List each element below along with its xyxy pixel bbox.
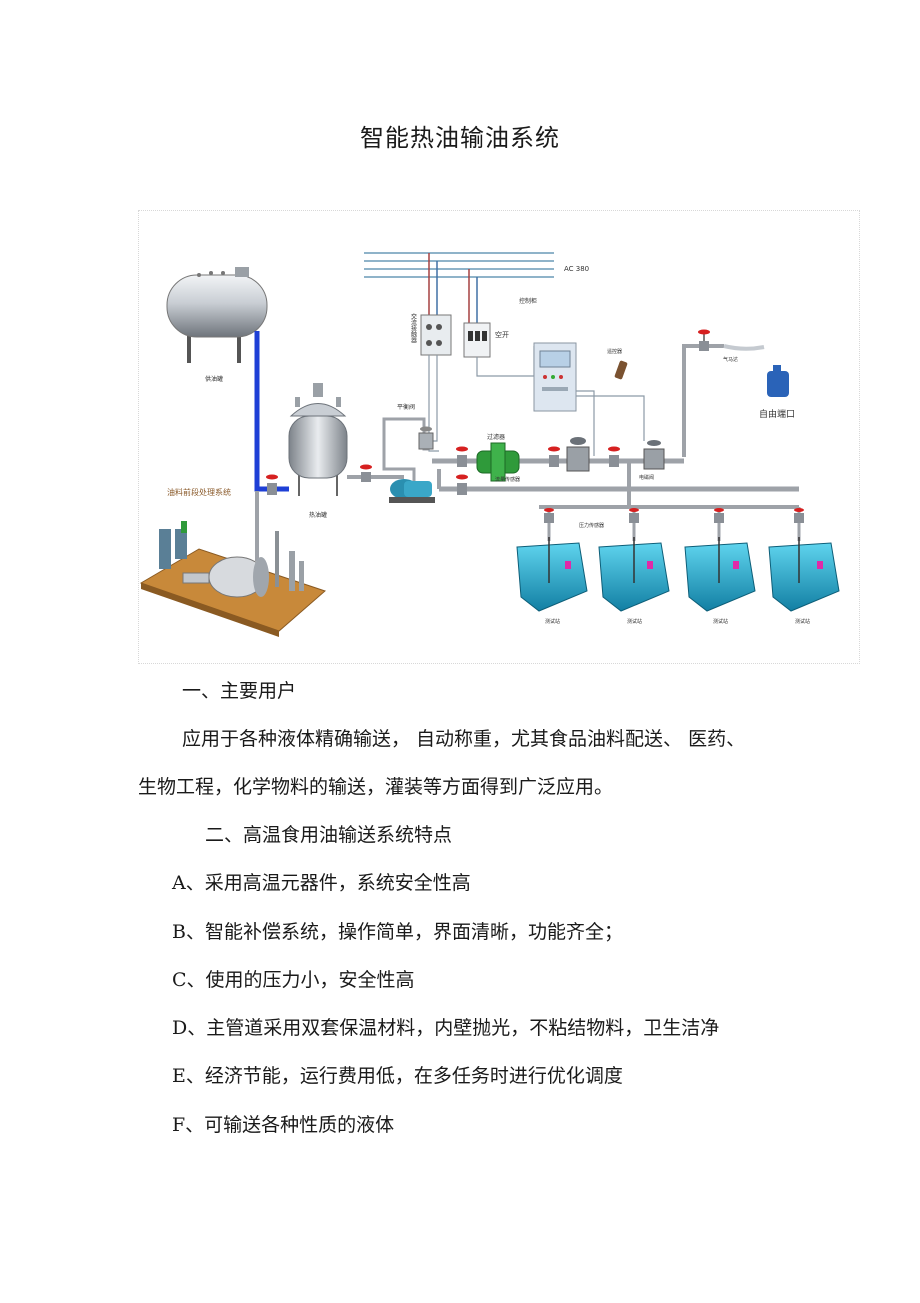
power-label: AC 380 [564,265,589,273]
supply-tank [166,267,268,363]
test-station-3 [684,507,756,612]
control-cabinet-label: 控制柜 [519,297,537,305]
line-valve-1 [456,446,468,467]
section-features-heading: 二、高温食用油输送系统特点 [205,824,453,846]
breaker-label: 空开 [495,330,509,339]
feature-item: F、可输送各种性质的液体 [172,1114,395,1136]
users-paragraph-line1: 应用于各种液体精确输送， 自动称重，尤其食品油料配送、 医药、 [182,728,746,750]
balance-valve-label: 平衡阀 [397,403,415,411]
supply-tank-label: 供油罐 [205,375,223,383]
station-label-1: 测试站 [545,618,560,625]
supply-valve [266,474,278,495]
feature-item: C、使用的压力小，安全性高 [172,969,415,991]
oil-pump [389,479,435,503]
feature-item: B、智能补偿系统，操作简单，界面清晰，功能齐全； [172,921,623,943]
hot-oil-tank [288,383,348,496]
flow-sensor-label: 流量传感器 [495,476,520,483]
feature-item: E、经济节能，运行费用低，在多任务时进行优化调度 [172,1065,623,1087]
breaker [463,322,491,358]
outlet-valve [698,329,710,351]
test-station-4 [768,507,840,612]
small-valve-label: 电磁阀 [639,474,654,481]
line-valve-2 [456,474,468,495]
remote-control [614,360,628,380]
reactor-outlet-valve [360,464,372,482]
filter-label: 过滤器 [487,433,505,441]
feature-item: D、主管道采用双套保温材料，内壁抛光，不粘结物料，卫生洁净 [172,1017,720,1039]
system-diagram: AC 380 交流接触器 空开 控制柜 遥控器 气马达 自由端口 [138,210,860,664]
power-lines [364,252,554,331]
page-title: 智能热油输油系统 [360,124,560,152]
pretreatment-system [139,521,326,637]
station-label-2: 测试站 [627,618,642,625]
free-outlet-label: 自由端口 [759,408,795,420]
pretreatment-label: 油料前段处理系统 [167,487,231,497]
oil-bottle [767,365,789,397]
hot-tank-label: 热油罐 [309,511,327,519]
air-motor-label: 气马达 [723,356,738,363]
solenoid-valve [643,440,665,470]
station-label-3: 测试站 [713,618,728,625]
line-valve-3 [548,446,560,467]
contactor-label: 交流接触器 [410,312,417,344]
line-valve-4 [608,446,620,467]
feature-item: A、采用高温元器件，系统安全性高 [172,872,471,894]
filter [476,442,520,482]
section-users-heading: 一、主要用户 [182,680,297,702]
flow-meter [566,437,590,472]
pressure-sensor-label: 压力传感器 [579,522,604,529]
test-station-2 [598,507,670,612]
remote-label: 遥控器 [607,348,622,355]
station-label-4: 测试站 [795,618,810,625]
control-cabinet [533,342,577,412]
users-paragraph-line2: 生物工程，化学物料的输送，灌装等方面得到广泛应用。 [138,776,614,798]
balance-valve [418,426,434,450]
contactor [420,314,452,356]
test-station-1 [516,507,588,612]
